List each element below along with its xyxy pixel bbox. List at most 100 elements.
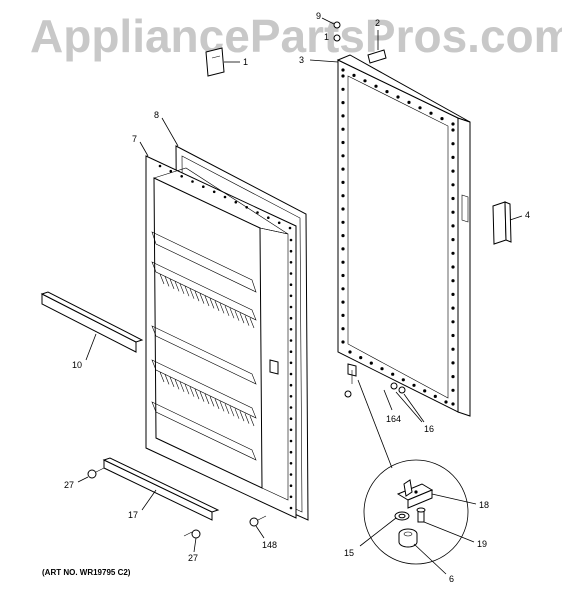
callout-1: 1 (243, 57, 248, 67)
mounting-hole (385, 90, 389, 94)
part-17-shelf-bar (102, 457, 220, 521)
mounting-hole (341, 87, 345, 91)
mounting-hole (289, 462, 293, 465)
mounting-hole (212, 190, 216, 194)
inner-liner-holes (158, 164, 293, 510)
mounting-hole (341, 74, 345, 78)
mounting-hole (289, 339, 293, 342)
grille-wire (219, 303, 225, 314)
mounting-hole (401, 378, 405, 382)
mounting-hole (369, 361, 373, 365)
mounting-hole (289, 272, 293, 275)
part-9-screw (321, 17, 341, 42)
grille-wire (219, 401, 225, 412)
mounting-hole (234, 200, 238, 204)
grille-wire (234, 310, 240, 321)
callout-2: 2 (375, 18, 380, 28)
mounting-hole (341, 247, 345, 251)
outer-door-holes (341, 68, 455, 406)
grille-wire (209, 298, 215, 309)
mounting-hole (451, 347, 455, 351)
grille-wire (229, 406, 235, 417)
mounting-hole (191, 180, 194, 183)
mounting-hole (451, 196, 455, 201)
mounting-hole (289, 406, 293, 409)
mounting-hole (451, 320, 455, 324)
grille-wire (229, 308, 235, 319)
mounting-hole (451, 402, 455, 406)
mounting-hole (451, 169, 455, 173)
part-4-handle (492, 201, 523, 245)
mounting-hole (245, 206, 248, 209)
mounting-hole (352, 73, 356, 77)
grille-wire (179, 283, 185, 294)
grille-wire (164, 276, 170, 287)
mounting-hole (289, 283, 293, 287)
mounting-hole (341, 340, 345, 344)
mounting-hole (451, 375, 455, 379)
mounting-hole (341, 327, 345, 331)
mounting-hole (451, 306, 455, 310)
hinge-bushings (390, 382, 406, 394)
mounting-hole (451, 128, 455, 132)
grille-wire (224, 305, 230, 316)
callout-16: 16 (424, 424, 434, 434)
mounting-hole (341, 234, 345, 238)
mounting-hole (451, 224, 455, 228)
mounting-hole (451, 251, 455, 255)
grille-wire (169, 376, 175, 388)
mounting-hole (374, 84, 378, 88)
mounting-hole (451, 333, 455, 338)
part-27-fastener-a (77, 467, 105, 483)
grille-wire (194, 388, 200, 400)
callout-4: 4 (525, 210, 530, 220)
mounting-hole (289, 316, 293, 320)
grille-wire (214, 300, 220, 312)
mounting-hole (341, 260, 345, 264)
mounting-hole (158, 164, 162, 168)
mounting-hole (341, 287, 345, 291)
mounting-hole (348, 350, 352, 354)
callout-27-left: 27 (64, 480, 74, 490)
mounting-hole (341, 194, 345, 198)
mounting-hole (169, 169, 173, 173)
mounting-hole (289, 238, 293, 242)
mounting-hole (433, 394, 437, 398)
mounting-hole (341, 180, 345, 184)
mounting-hole (289, 495, 293, 499)
mounting-hole (451, 142, 455, 146)
callout-27-bottom: 27 (188, 553, 198, 563)
grille-wire (184, 286, 190, 297)
callout-9: 9 (316, 11, 321, 21)
grille-wire (194, 290, 200, 302)
mounting-hole (341, 313, 345, 317)
callout-10: 10 (72, 360, 82, 370)
grille-wire (174, 281, 180, 292)
mounting-hole (289, 328, 293, 331)
mounting-hole (289, 395, 293, 398)
callout-18: 18 (479, 500, 489, 510)
callout-19: 19 (477, 539, 487, 549)
part-7-inner-liner (139, 141, 297, 519)
mounting-hole (289, 383, 293, 387)
grille-wire (204, 393, 210, 405)
mounting-hole (341, 127, 345, 131)
callout-164: 164 (386, 414, 401, 424)
part-3-outer-door (309, 54, 471, 417)
grille-wire (199, 391, 205, 402)
watermark-text: AppliancePartsPros.com (30, 10, 562, 62)
mounting-hole (451, 388, 455, 392)
grille-wire (249, 317, 255, 329)
mounting-hole (451, 238, 455, 242)
mounting-hole (341, 114, 345, 118)
mounting-hole (440, 117, 444, 121)
mounting-hole (256, 211, 259, 214)
art-number: (ART NO. WR19795 C2) (42, 568, 131, 577)
grille-wire (159, 371, 165, 383)
mounting-hole (407, 100, 411, 104)
mounting-hole (289, 372, 293, 376)
mounting-hole (341, 68, 345, 72)
grille-wire (179, 381, 185, 392)
mounting-hole (396, 95, 400, 99)
